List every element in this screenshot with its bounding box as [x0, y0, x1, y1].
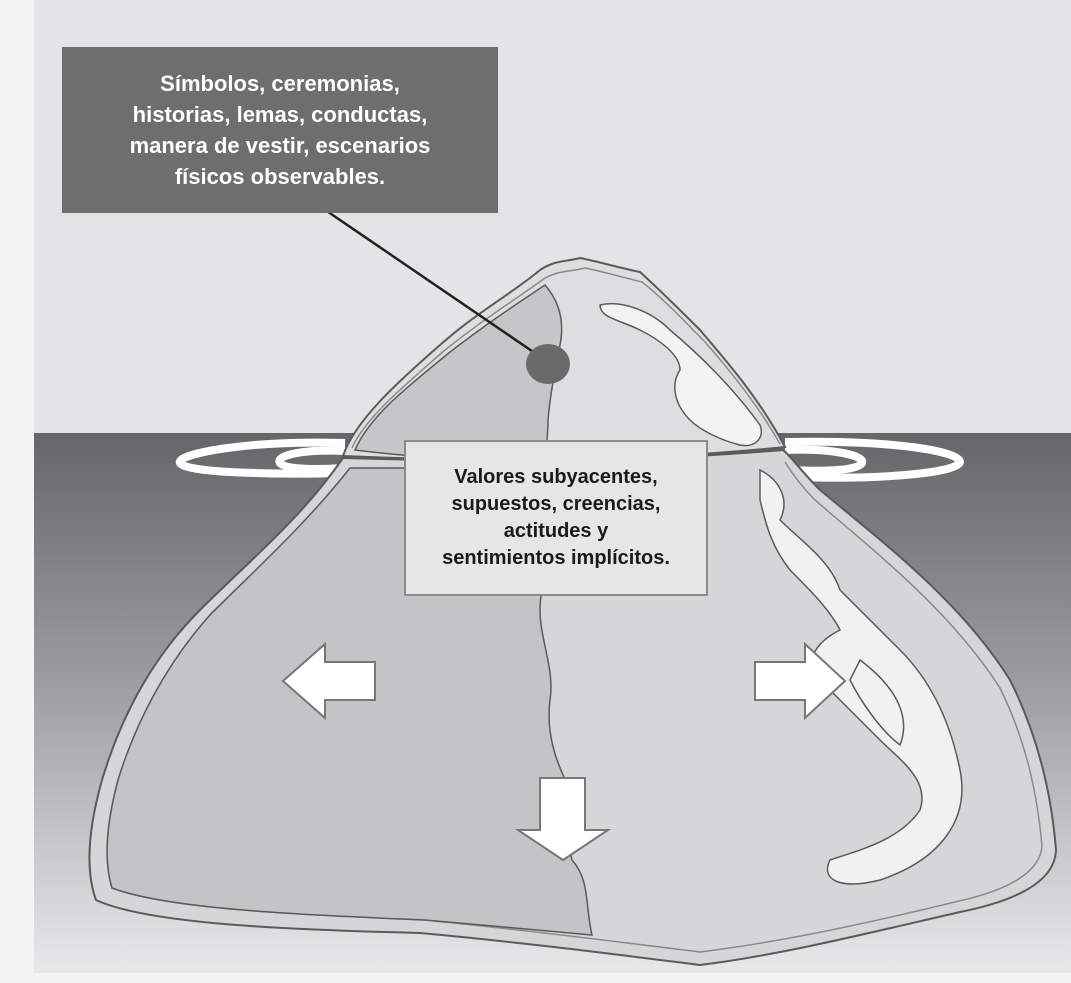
hidden-label-line: sentimientos implícitos. [442, 547, 670, 569]
pointer-dot [526, 344, 570, 384]
frame-left-edge [0, 0, 34, 983]
visible-label-line: físicos observables. [174, 164, 386, 189]
visible-label-line: Símbolos, ceremonias, [160, 71, 400, 96]
visible-culture-label: Símbolos, ceremonias, historias, lemas, … [62, 47, 498, 213]
frame-bottom-edge [0, 973, 1071, 983]
iceberg-light-streak [849, 658, 905, 747]
arrow-down-icon [514, 777, 612, 862]
hidden-label-line: Valores subyacentes, [454, 466, 658, 488]
hidden-label-line: actitudes y [503, 520, 609, 542]
visible-label-line: historias, lemas, conductas, [132, 102, 428, 127]
visible-label-line: manera de vestir, escenarios [129, 133, 431, 158]
iceberg-outline-inner [351, 267, 781, 449]
iceberg-tip-highlight [599, 303, 762, 447]
arrow-left-icon [281, 641, 376, 721]
arrow-right-icon [754, 641, 847, 721]
hidden-label-line: supuestos, creencias, [451, 493, 661, 515]
hidden-culture-label: Valores subyacentes, supuestos, creencia… [404, 440, 708, 596]
pointer-line [317, 203, 549, 364]
